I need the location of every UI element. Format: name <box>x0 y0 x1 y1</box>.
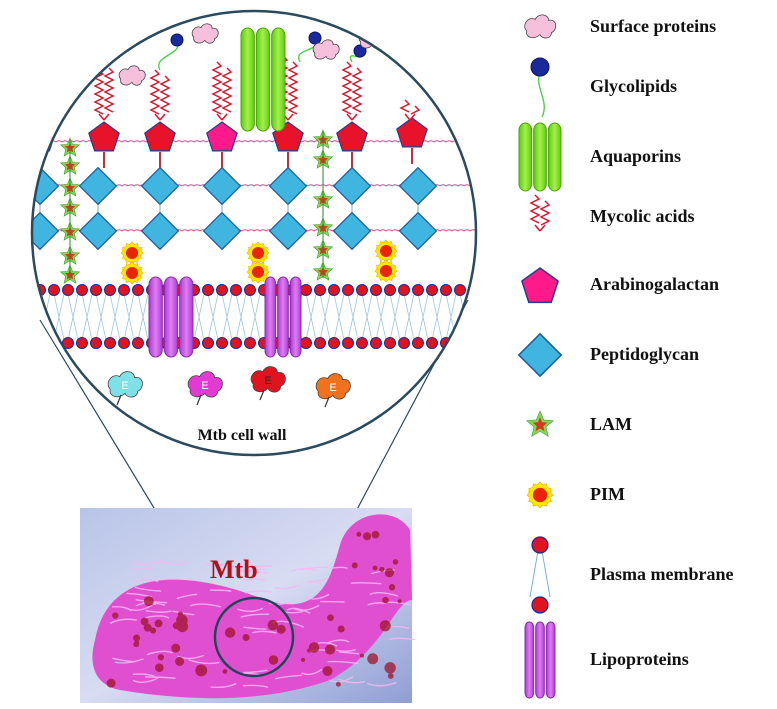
peptidoglycan-diamond <box>140 166 180 206</box>
legend-icons <box>517 14 563 699</box>
peptidoglycan-diamond <box>32 211 60 251</box>
lam-icon <box>525 410 555 437</box>
pim-icon <box>526 481 554 509</box>
aquaporin-icon <box>518 122 562 192</box>
enzyme-letter: E <box>121 380 128 392</box>
legend-label: Plasma membrane <box>590 564 734 584</box>
enzyme-letter: E <box>329 382 336 394</box>
peptidoglycan-layer <box>32 140 476 251</box>
pim-layer <box>120 239 398 285</box>
surface-protein-icon <box>524 14 557 39</box>
arabinogalactan-pentagon <box>396 117 428 148</box>
zoom-circle <box>213 596 295 678</box>
peptidoglycan-diamond <box>332 166 372 206</box>
cell-wall-caption: Mtb cell wall <box>198 427 287 444</box>
enzyme-letter: E <box>264 375 271 387</box>
legend-label: Surface proteins <box>590 16 717 36</box>
peptidoglycan-diamond <box>332 211 372 251</box>
legend-label: Lipoproteins <box>590 649 689 669</box>
peptidoglycan-diamond <box>78 166 118 206</box>
peptidoglycan-diamond <box>268 166 308 206</box>
enzyme-letter: E <box>201 380 208 392</box>
arabinogalactan-pentagon <box>88 121 120 152</box>
legend-label: Glycolipids <box>590 76 678 96</box>
peptidoglycan-diamond <box>202 211 242 251</box>
legend-label: PIM <box>590 484 625 504</box>
peptidoglycan-diamond <box>398 211 438 251</box>
arabinogalactan-pentagon <box>206 121 238 152</box>
legend-label: Aquaporins <box>590 146 682 166</box>
arabinogalactan-pentagon <box>336 121 368 152</box>
legend-label: Mycolic acids <box>590 206 695 226</box>
cell-wall-magnified: E E E E Mtb cell wall <box>30 9 478 457</box>
arabinogalactan-icon <box>521 267 559 304</box>
legend-label: Arabinogalactan <box>590 274 720 294</box>
legend-label: LAM <box>590 414 632 434</box>
peptidoglycan-diamond <box>78 211 118 251</box>
lam-layer <box>59 129 334 284</box>
lipoprotein-icon <box>524 621 556 699</box>
peptidoglycan-diamond <box>202 166 242 206</box>
plasma-membrane-icon <box>529 536 551 614</box>
peptidoglycan-diamond <box>398 166 438 206</box>
peptidoglycan-diamond <box>32 166 60 206</box>
peptidoglycan-diamond <box>140 211 180 251</box>
mycolic-acid-icon <box>529 194 551 232</box>
legend-label: Peptidoglycan <box>590 344 700 364</box>
mtb-label: Mtb <box>210 555 258 584</box>
mtb-micrograph: Mtb <box>80 508 415 703</box>
glycolipid-icon <box>530 57 550 118</box>
arabinogalactan-pentagon <box>144 121 176 152</box>
peptidoglycan-icon <box>517 332 563 378</box>
peptidoglycan-diamond <box>268 211 308 251</box>
